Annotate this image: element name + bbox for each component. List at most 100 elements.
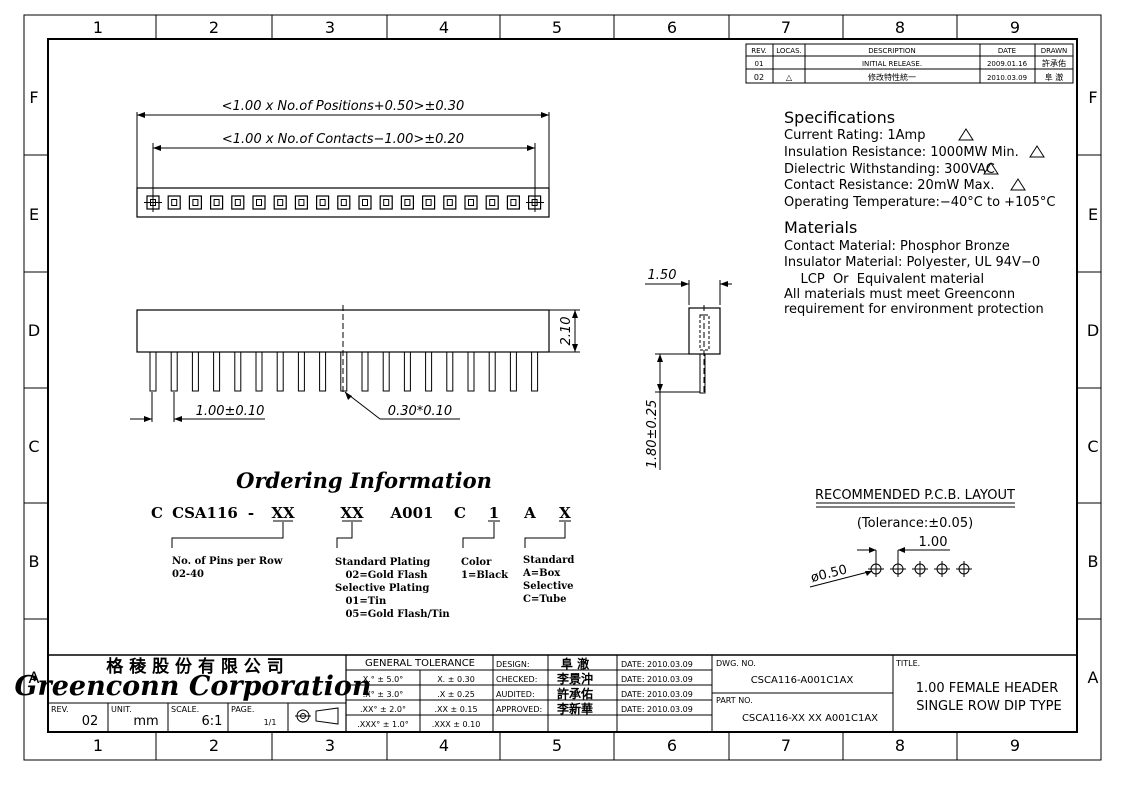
rev-row2-locas-triangle: △ (786, 73, 793, 82)
code-part: A001 (390, 504, 434, 522)
pitch-dimension: 1.00±0.10 (196, 404, 265, 419)
specifications-heading: Specifications (784, 108, 895, 127)
pcb-layout: RECOMMENDED P.C.B. LAYOUT (Tolerance:±0.… (809, 488, 1015, 588)
pin (297, 351, 305, 392)
contact-slot (273, 195, 287, 210)
scale-value: 6:1 (202, 714, 223, 729)
side-width-dimension: 1.50 (648, 268, 677, 283)
company-name: Greenconn Corporation (14, 671, 371, 702)
contact-slot (485, 195, 499, 210)
pin (213, 351, 221, 392)
plating-line: 05=Gold Flash/Tin (335, 609, 450, 620)
pin (488, 351, 496, 392)
rev-header-date: DATE (998, 47, 1016, 55)
zone-column-label: 3 (325, 736, 335, 755)
code-part: XX (271, 504, 295, 522)
tolerance-rows: X.° ± 5.0°X. ± 0.30.X° ± 3.0°.X ± 0.25.X… (357, 675, 480, 729)
contact-slot (464, 195, 478, 210)
contact-slot (231, 195, 245, 210)
pins-range: 02-40 (172, 569, 204, 580)
contact-slot (210, 195, 224, 210)
tolerance-linear: .X ± 0.25 (437, 690, 475, 699)
page-value: 1/1 (264, 718, 277, 727)
code-part: X (559, 504, 571, 522)
body-height-dimension: 2.10 (559, 317, 574, 346)
tolerance-linear: X. ± 0.30 (437, 675, 475, 684)
contact-slot (294, 195, 308, 210)
zone-row-label: B (29, 552, 40, 571)
zone-row-label: C (28, 437, 39, 456)
pin (361, 351, 369, 392)
contact-slot (167, 195, 181, 210)
material-line: All materials must meet Greenconn (784, 287, 1015, 302)
part-no-label: PART NO. (716, 696, 753, 705)
rev-header-description: DESCRIPTION (868, 47, 915, 55)
pin (446, 351, 454, 392)
unit-label: UNIT. (111, 705, 132, 714)
contact-slot-inner (256, 199, 262, 206)
contact-slot (252, 195, 266, 210)
code-part: C (454, 504, 466, 522)
ordering-information: Ordering Information C CSA116 - XX XX A0… (151, 468, 574, 620)
top-view-contacts (144, 193, 544, 212)
approval-date: DATE: 2010.03.09 (621, 690, 693, 699)
pin (340, 351, 348, 392)
zone-column-label: 7 (781, 736, 791, 755)
rev-row1-drawn: 許承佑 (1042, 58, 1066, 68)
dwg-no-label: DWG. NO. (716, 659, 756, 668)
pin-size-dimension: 0.30*0.10 (388, 404, 452, 419)
contact-slot-inner (404, 199, 411, 206)
tolerance-linear: .XXX ± 0.10 (432, 720, 481, 729)
code-part: 1 (489, 504, 499, 522)
tolerance-angle: .XXX° ± 1.0° (357, 720, 409, 729)
color-line: 1=Black (461, 570, 509, 581)
material-line: requirement for environment protection (784, 302, 1044, 317)
overall-length-dimension: <1.00 x No.of Positions+0.50>±0.30 (222, 99, 465, 114)
pcb-tolerance: (Tolerance:±0.05) (857, 516, 973, 531)
title-label: TITLE. (895, 659, 920, 668)
outer-frame (23, 14, 1102, 761)
pin (531, 351, 539, 392)
company-name-cjk: 格 稜 股 份 有 限 公 司 (106, 656, 283, 677)
plating-line: Standard Plating (335, 557, 430, 568)
rev-row1-rev: 01 (755, 60, 764, 68)
color-line: Color (461, 557, 492, 568)
front-view-pins (149, 351, 539, 392)
zone-column-label: 2 (209, 18, 219, 37)
rev-header-rev: REV. (751, 47, 766, 55)
pin (467, 351, 475, 392)
specifications-block: Specifications Current Rating: 1Amp Insu… (784, 108, 1055, 317)
approval-date: DATE: 2010.03.09 (621, 660, 693, 669)
packing-line: Standard (523, 555, 574, 566)
tolerance-angle: .XX° ± 2.0° (360, 705, 406, 714)
zone-row-label: F (29, 88, 38, 107)
pin (255, 351, 263, 392)
contact-slot-inner (510, 199, 517, 206)
zone-column-label: 3 (325, 18, 335, 37)
zone-column-label: 8 (895, 736, 905, 755)
zone-row-label: D (1087, 321, 1099, 340)
zone-column-label: 2 (209, 736, 219, 755)
approval-signature: 李新華 (556, 701, 593, 716)
contact-slot-inner (340, 199, 347, 206)
contact-slot (379, 195, 393, 210)
pin (509, 351, 517, 392)
approval-label: APPROVED: (496, 705, 542, 714)
pin (319, 351, 327, 392)
approval-label: AUDITED: (496, 690, 535, 699)
zone-column-label: 4 (439, 736, 449, 755)
side-view: 1.50 1.80±0.25 (645, 268, 732, 470)
zone-row-label: B (1088, 552, 1099, 571)
contact-slot-inner (298, 199, 305, 206)
drawing-border (47, 38, 1078, 733)
rev-header-locas: LOCAS. (776, 47, 802, 55)
plating-line: 01=Tin (335, 596, 387, 607)
code-part: CSA116 (172, 504, 238, 522)
zone-ticks (24, 15, 1101, 760)
pin (382, 351, 390, 392)
